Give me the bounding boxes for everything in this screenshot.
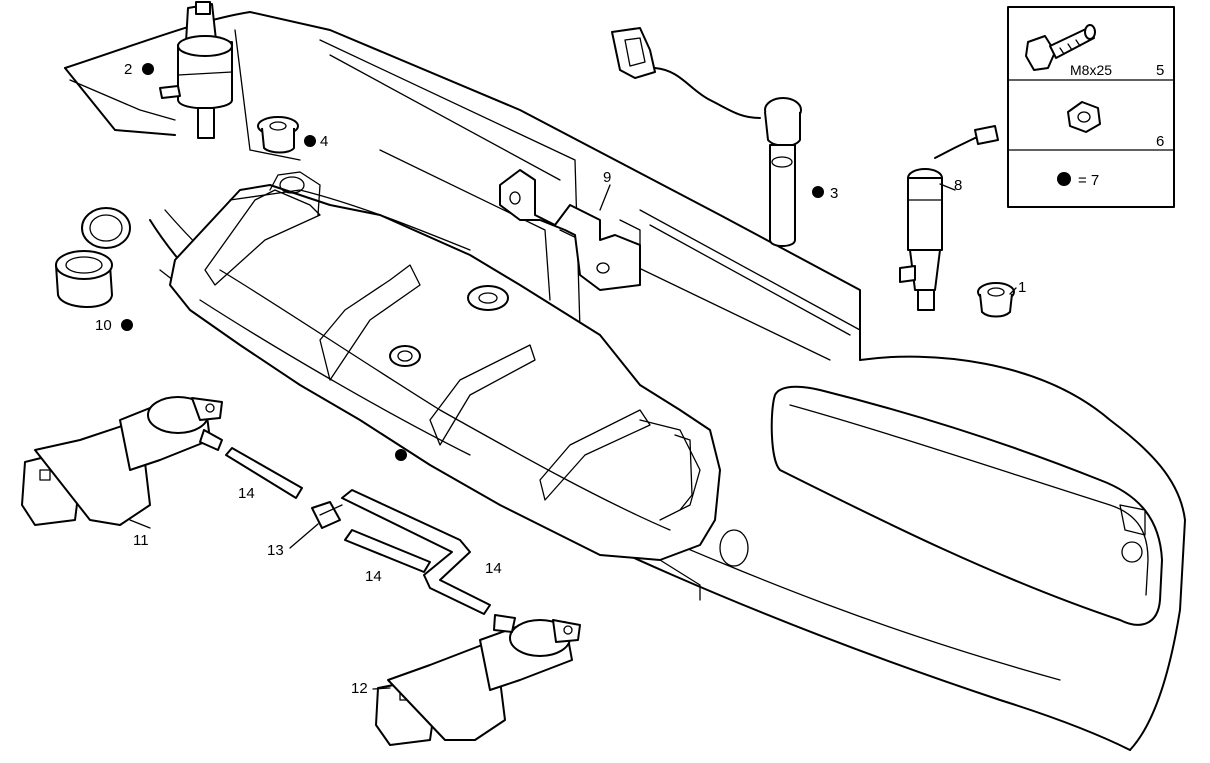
callout-13: 13 [267,542,284,559]
callout-1: 1 [1018,279,1026,296]
callout-10: 10 [95,317,112,334]
callout-14: 14 [485,560,502,577]
cap-10 [55,207,131,308]
leader-lines [129,183,1017,690]
callout-6: 6 [1156,133,1164,150]
dot-marker [304,135,316,147]
callout-2: 2 [124,61,132,78]
callout-9: 9 [603,169,611,186]
callout-12: 12 [351,680,368,697]
grommet-4 [257,116,299,154]
callout-4: 4 [320,133,328,150]
legend-box: M8x25 5 6 = 7 [1007,6,1175,208]
nut-icon [1067,101,1101,133]
dot-equals-7: = 7 [1078,172,1099,189]
dot-marker [812,186,824,198]
dot-marker [121,319,133,331]
washer-pump-2 [159,1,233,139]
bracket-9 [499,169,641,291]
callout-11: 11 [133,532,149,549]
motor-assembly-12 [375,614,581,746]
callout-5: 5 [1156,62,1164,79]
hoses-14 [225,447,491,615]
washer-pump-8 [899,125,999,311]
tee-connector-13 [311,501,343,529]
grommet-1 [977,282,1015,318]
callout-3: 3 [830,185,838,202]
callout-14: 14 [238,485,255,502]
callout-14: 14 [365,568,382,585]
bolt-size-label: M8x25 [1070,62,1112,78]
callout-8: 8 [954,177,962,194]
dot-marker [142,63,154,75]
level-sensor-3 [611,27,802,247]
callouts: 2 4 9 3 8 1 10 14 11 13 14 14 12 [95,61,1026,697]
dot-legend-icon [1057,172,1071,186]
motor-assembly-11 [21,396,223,526]
washer-reservoir [169,171,721,561]
dot-marker [395,449,407,461]
bolt-icon [1025,24,1096,71]
